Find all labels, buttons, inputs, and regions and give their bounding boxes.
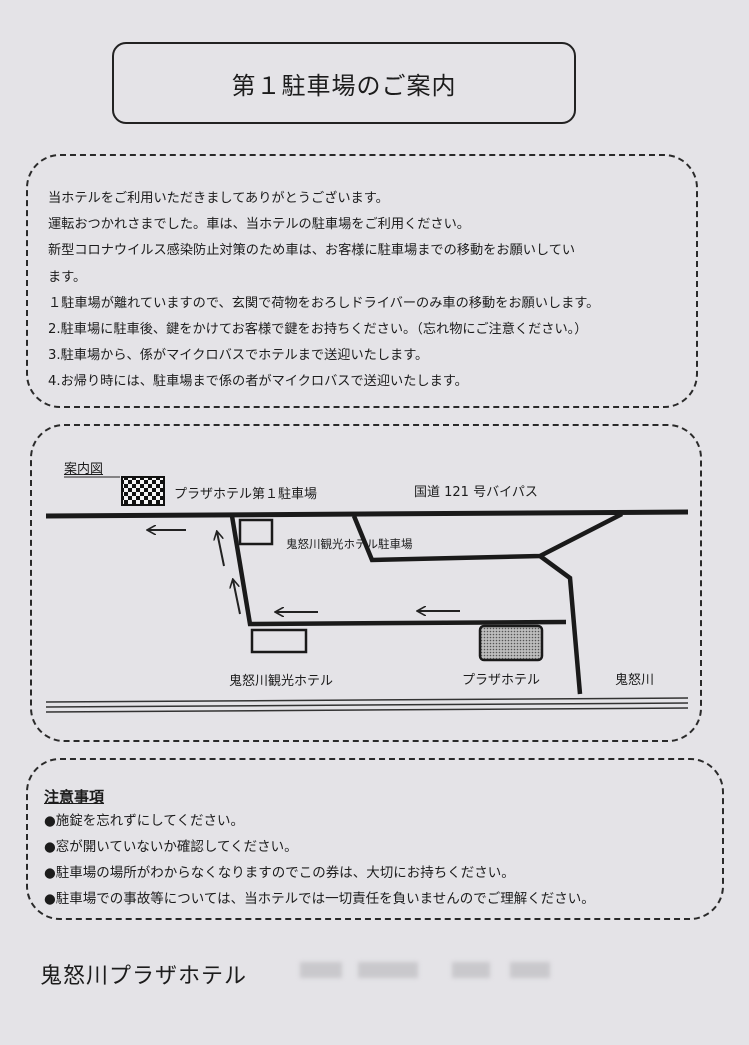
page-title: 第１駐車場のご案内 [112,42,576,124]
notes-box [26,758,724,920]
river-line-3 [45,707,689,713]
notes-item: ●窓が開いていないか確認してください。 [44,839,298,855]
river-label: 鬼怒川 [615,673,655,688]
kanko-hotel-building [250,628,308,654]
kanko-parking-label: 鬼怒川観光ホテル駐車場 [286,537,413,551]
intro-text: 当ホテルをご利用いただきましてありがとうございます。 運転おつかれさまでした。車… [48,186,708,396]
plaza-hotel-building [478,624,544,662]
intro-box [26,154,698,408]
intro-line: 2.駐車場に駐車後、鍵をかけてお客様で鍵をお持ちください。（忘れ物にご注意くださ… [48,321,588,337]
route-label: 国道 121 号バイパス [414,485,538,500]
intro-line: 当ホテルをご利用いただきましてありがとうございます。 [48,191,389,206]
arrow-up-icon [233,580,241,615]
notes-item: ●施錠を忘れずにしてください。 [44,813,244,829]
parking-access-road [351,511,624,563]
intro-line: 新型コロナウイルス感染防止対策のため車は、お客様に駐車場までの移動をお願いしてい [48,243,576,259]
map-box [30,424,702,742]
intro-line: 4.お帰り時には、駐車場まで係の者がマイクロバスで送迎いたします。 [48,374,468,390]
notes-heading: 注意事項 [44,788,105,806]
footer-hotel-name: 鬼怒川プラザホテル [40,964,248,989]
intro-line: 3.駐車場から、係がマイクロバスでホテルまで送迎いたします。 [48,348,429,364]
river-line-1 [45,697,689,703]
redacted-text [452,962,490,978]
plaza-parking-label: プラザホテル第１駐車場 [174,487,318,502]
river-line-2 [45,702,689,708]
notes-item: ●駐車場での事故等については、当ホテルでは一切責任を負いませんのでご理解ください… [44,891,595,907]
notes-list: ●施錠を忘れずにしてください。 ●窓が開いていないか確認してください。 ●駐車場… [44,808,714,912]
map-legend-label: 案内図 [64,462,104,477]
kanko-hotel-label: 鬼怒川観光ホテル [229,674,334,689]
arrow-up-icon [217,532,225,567]
redacted-text [358,962,418,978]
intro-line: ます。 [48,269,87,285]
notes-item: ●駐車場の場所がわからなくなりますのでこの券は、大切にお持ちください。 [44,865,515,881]
intro-line: 運転おつかれさまでした。車は、当ホテルの駐車場をご利用ください。 [48,217,470,233]
plaza-hotel-label: プラザホテル [462,673,541,688]
access-road [229,515,567,627]
redacted-text [300,962,342,978]
kanko-parking-building [238,518,274,546]
bypass-road [45,509,689,519]
side-road [538,554,583,695]
redacted-text [510,962,550,978]
plaza-parking-marker [121,476,165,506]
intro-line: １駐車場が離れていますので、玄関で荷物をおろしドライバーのみ車の移動をお願いしま… [48,295,600,311]
